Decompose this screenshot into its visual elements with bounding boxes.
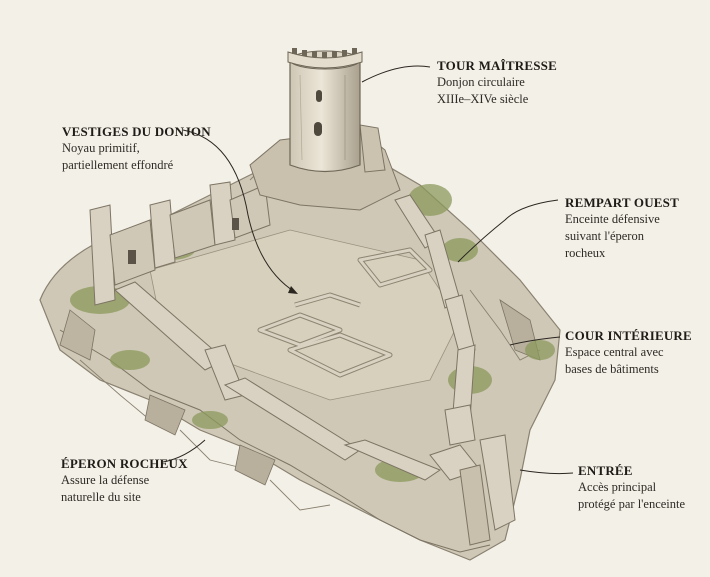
label-cour-interieure: COUR INTÉRIEURE Espace central avec base… [565,328,705,378]
label-desc: naturelle du site [61,490,141,504]
label-vestiges-donjon: VESTIGES DU DONJON Noyau primitif, parti… [62,124,232,174]
label-desc: partiellement effondré [62,158,174,172]
label-eperon-rocheux: ÉPERON ROCHEUX Assure la défense naturel… [61,456,231,506]
label-entree: ENTRÉE Accès principal protégé par l'enc… [578,463,708,513]
label-title: ÉPERON ROCHEUX [61,456,188,471]
entrance [459,434,516,546]
label-desc: rocheux [565,246,606,260]
label-title: VESTIGES DU DONJON [62,124,211,139]
label-desc: protégé par l'enceinte [578,497,686,511]
label-desc: suivant l'éperon [565,229,644,243]
front-enclosure-wall [114,281,481,481]
leader-lines [162,65,574,475]
label-title: TOUR MAÎTRESSE [437,58,557,73]
label-title: COUR INTÉRIEURE [565,328,692,343]
arrow-head-icon [288,286,298,294]
label-desc: Donjon circulaire [437,75,525,89]
label-desc: Noyau primitif, [62,141,140,155]
label-desc: Assure la défense [61,473,150,487]
label-desc: Espace central avec [565,345,664,359]
label-title: REMPART OUEST [565,195,679,210]
label-desc: Accès principal [578,480,657,494]
label-desc: XIIIe–XIVe siècle [437,92,529,106]
label-desc: Enceinte défensive [565,212,660,226]
east-rampart [394,194,476,446]
west-rampart [89,181,271,306]
main-tower [287,48,363,173]
label-rempart-ouest: REMPART OUEST Enceinte défensive suivant… [565,195,705,262]
label-desc: bases de bâtiments [565,362,659,376]
label-title: ENTRÉE [578,463,633,478]
label-tour-maitresse: TOUR MAÎTRESSE Donjon circulaire XIIIe–X… [437,58,607,108]
